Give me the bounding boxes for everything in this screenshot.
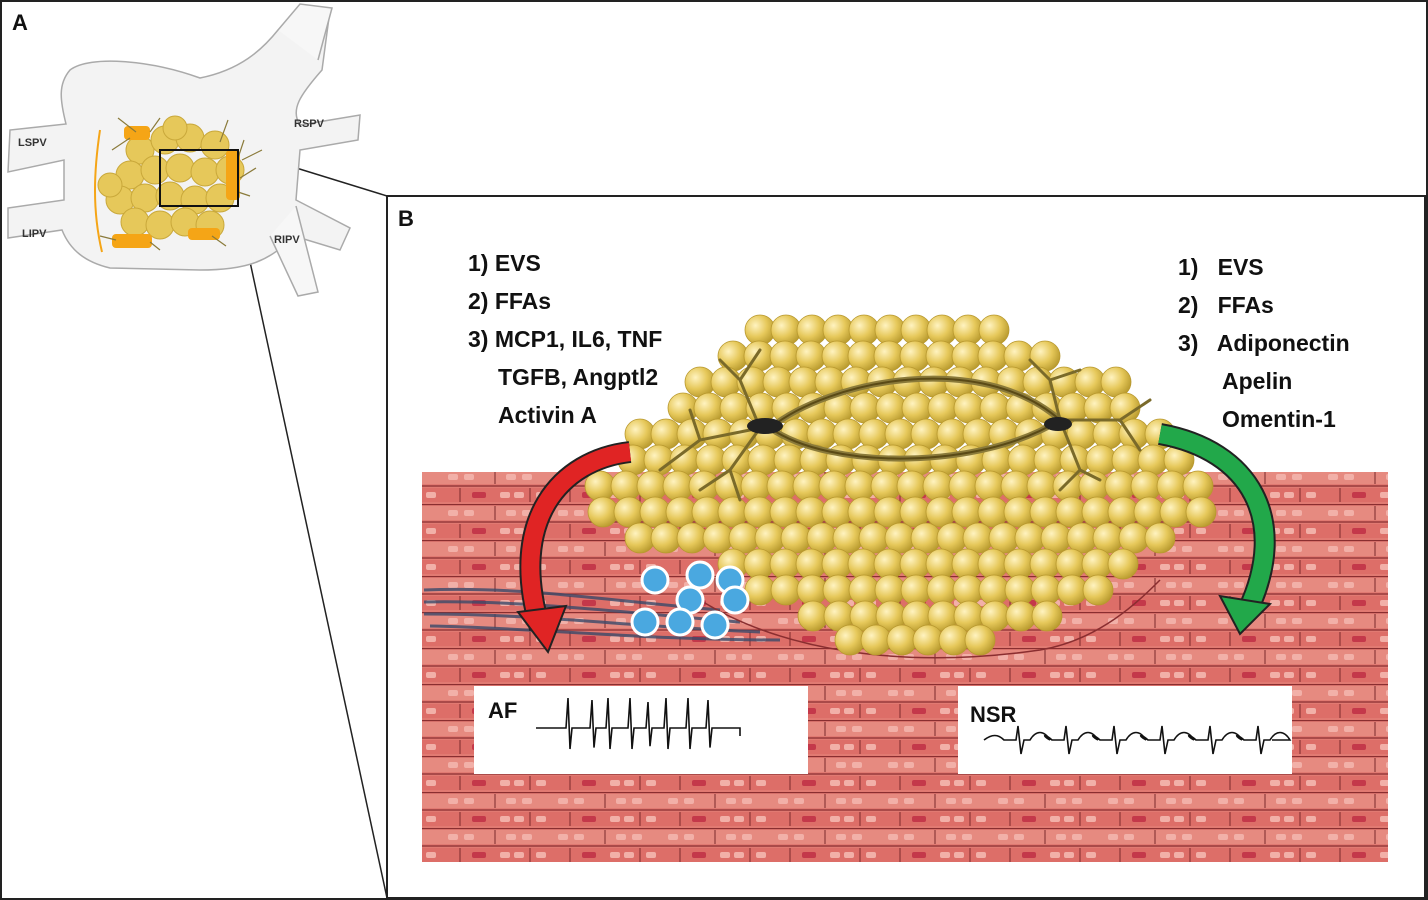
af-ecg-box (474, 686, 808, 774)
nsr-ecg-box (958, 686, 1292, 774)
af-label: AF (488, 698, 518, 723)
left-list-item-5: Activin A (498, 402, 597, 428)
zoom-line-bottom (237, 205, 388, 899)
curved-arrow-green-icon (1157, 423, 1276, 636)
left-atrium-illustration (7, 3, 361, 297)
right-list-item-4: Apelin (1222, 368, 1293, 394)
left-list-item-3: 3) MCP1, IL6, TNF (468, 326, 663, 352)
af-ecg-trace (536, 697, 741, 750)
right-list-item-3: 3) Adiponectin (1178, 330, 1350, 356)
ganglion-neurons (658, 348, 1152, 502)
pathogenic-mediators-list: 1) EVS 2) FFAs 3) MCP1, IL6, TNF TGFB, A… (468, 244, 662, 434)
nsr-label: NSR (970, 702, 1017, 727)
immune-cells (630, 560, 750, 640)
rspv-label: RSPV (294, 118, 324, 130)
panel-b-label: B (398, 206, 414, 231)
left-list-item-1: 1) EVS (468, 250, 541, 276)
right-list-item-1: 1) EVS (1178, 254, 1264, 280)
nsr-ecg-trace (983, 725, 1292, 755)
lipv-label: LIPV (22, 228, 47, 240)
lspv-label: LSPV (18, 137, 47, 149)
curved-arrow-red-icon (516, 441, 632, 655)
ripv-label: RIPV (274, 234, 300, 246)
panel-a-label: A (12, 10, 28, 35)
protective-mediators-list: 1) EVS 2) FFAs 3) Adiponectin Apelin Ome… (1178, 248, 1350, 438)
left-list-item-4: TGFB, Angptl2 (498, 364, 659, 390)
zoom-box (159, 149, 239, 207)
right-list-item-5: Omentin-1 (1222, 406, 1336, 432)
right-list-item-2: 2) FFAs (1178, 292, 1274, 318)
left-list-item-2: 2) FFAs (468, 288, 552, 314)
